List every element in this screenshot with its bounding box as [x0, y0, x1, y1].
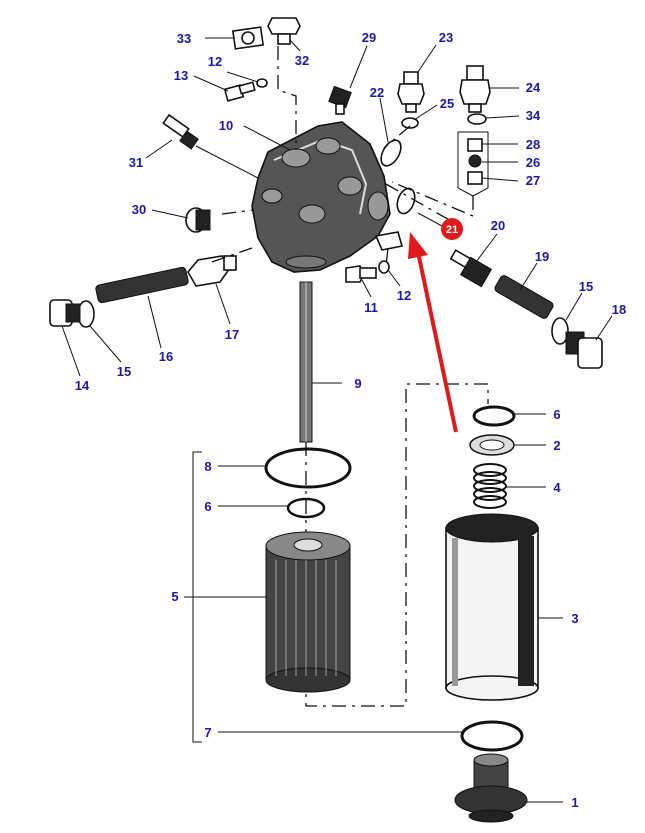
part-6-ring-upper [472, 405, 516, 427]
part-31-sensor [162, 113, 259, 179]
part-15-oring-right [551, 317, 569, 345]
label-26: 26 [526, 155, 540, 170]
label-27: 27 [526, 173, 540, 188]
label-7: 7 [204, 725, 211, 740]
part-30-plug [185, 207, 211, 233]
part-32-bolt [267, 17, 301, 45]
label-22: 22 [370, 85, 384, 100]
label-32: 32 [295, 53, 309, 68]
label-13: 13 [174, 68, 188, 83]
label-15-left: 15 [117, 364, 131, 379]
part-17-fitting [187, 255, 237, 287]
label-29: 29 [362, 30, 376, 45]
part-23-fitting [397, 71, 425, 113]
part-3-filter-bowl [445, 513, 539, 701]
highlight-arrow [408, 232, 458, 433]
label-34: 34 [526, 108, 541, 123]
label-31: 31 [129, 155, 143, 170]
label-4: 4 [553, 480, 561, 495]
highlight-badge: 21 [441, 218, 463, 240]
label-8: 8 [204, 459, 211, 474]
part-6-ring-lower [286, 497, 326, 519]
label-10: 10 [219, 118, 233, 133]
part-22-oring [380, 139, 402, 167]
label-6-lower: 6 [204, 499, 211, 514]
badge-label-21: 21 [446, 224, 458, 236]
label-19: 19 [535, 249, 549, 264]
part-34-oring [467, 113, 487, 125]
part-25-oring [401, 117, 419, 129]
part-11-bolt [345, 265, 377, 283]
label-11: 11 [364, 300, 378, 315]
label-23: 23 [439, 30, 453, 45]
part-10-valve-body [251, 121, 391, 273]
part-19-spring [494, 275, 554, 319]
part-20-fitting [449, 249, 493, 288]
part-16-spring [95, 266, 189, 304]
part-1-drain-plug [454, 753, 528, 823]
body-mounting-tab [374, 231, 404, 251]
label-5: 5 [171, 589, 178, 604]
valve-group-28-26-27 [457, 131, 489, 197]
label-12-top: 12 [208, 54, 222, 69]
label-9: 9 [354, 376, 361, 391]
label-30: 30 [132, 202, 146, 217]
part-21-oring [396, 187, 416, 215]
label-17: 17 [225, 327, 239, 342]
label-12-bottom: 12 [397, 288, 411, 303]
label-15-right: 15 [579, 279, 593, 294]
label-1: 1 [571, 795, 578, 810]
part-2-washer-hole [479, 439, 505, 451]
label-25: 25 [440, 96, 454, 111]
part-18-plug [565, 331, 603, 369]
part-33-washer [231, 26, 265, 50]
label-2: 2 [553, 438, 560, 453]
label-18: 18 [612, 302, 626, 317]
part-29-sensor [328, 85, 352, 115]
part-4-spring [473, 463, 507, 509]
label-3: 3 [571, 611, 578, 626]
label-24: 24 [526, 80, 541, 95]
part-7-oring [460, 720, 524, 752]
part-24-fitting [459, 65, 491, 113]
label-14: 14 [75, 378, 90, 393]
label-6-upper: 6 [553, 407, 560, 422]
label-33: 33 [177, 31, 191, 46]
part-8-seal [264, 447, 352, 489]
part-13-bolt [223, 81, 256, 102]
leader-lines [61, 37, 613, 803]
part-14-plug [49, 299, 81, 327]
part-9-stud [299, 281, 313, 443]
label-20: 20 [491, 218, 505, 233]
part-12-washer-top [256, 78, 268, 88]
part-5-filter-cartridge [265, 531, 351, 693]
callout-labels: 33 32 12 13 29 22 23 25 24 34 28 26 27 1… [75, 30, 626, 810]
part-12-washer-bottom [378, 260, 390, 274]
label-28: 28 [526, 137, 540, 152]
label-16: 16 [159, 349, 173, 364]
